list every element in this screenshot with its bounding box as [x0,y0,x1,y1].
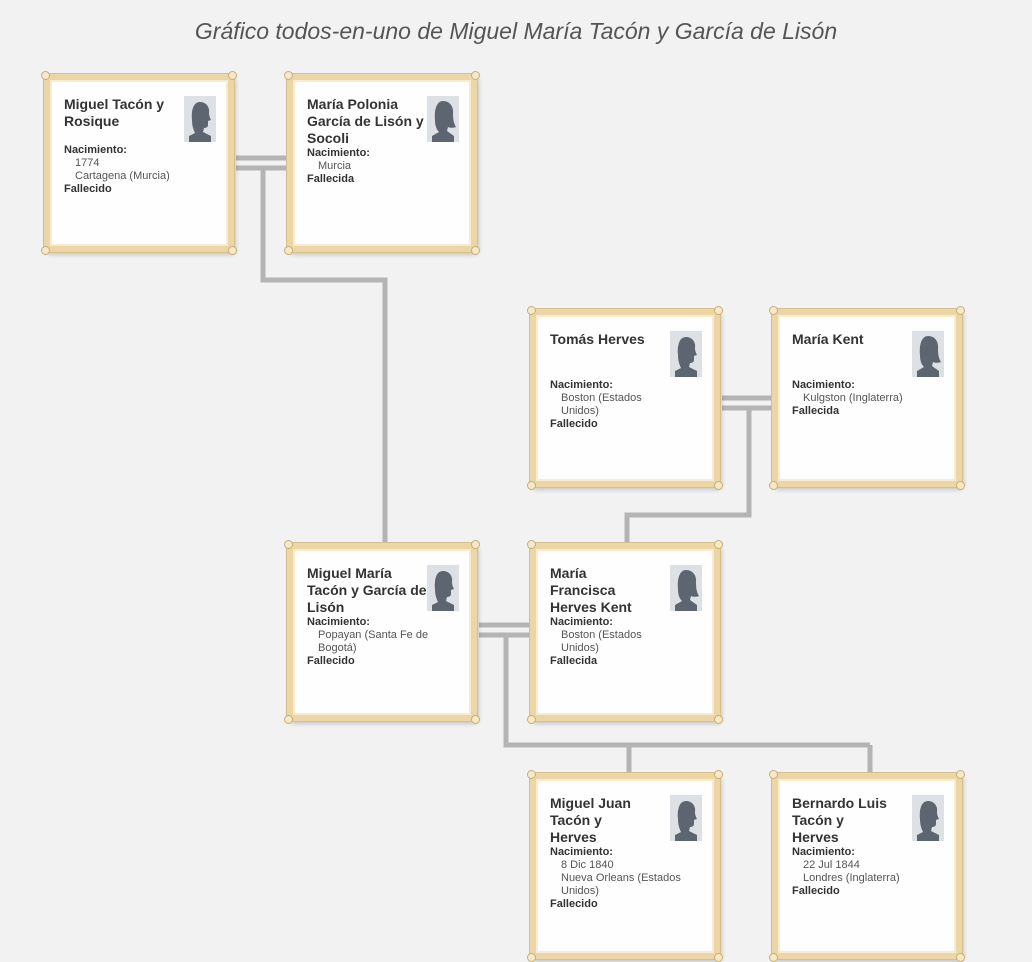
birth-label: Nacimiento: [64,144,127,156]
silhouette-female-icon [427,96,459,142]
silhouette-male-icon [427,565,459,611]
person-card-tomas-herves[interactable]: Tomás Herves Nacimiento: Boston (Estados… [527,306,723,490]
birth-date: 1774 [75,157,100,169]
person-card-miguel-maria[interactable]: Miguel María Tacón y García de Lisón Nac… [284,540,480,724]
silhouette-female-icon [670,565,702,611]
parent-child-line [260,168,388,545]
parent-child-line [503,635,870,748]
birth-label: Nacimiento: [307,616,370,628]
birth-place: Boston (Estados Unidos) [561,629,642,654]
birth-place: Murcia [318,160,352,172]
person-name: Tomás Herves [550,331,645,347]
person-name: Miguel María Tacón y García de Lisón [307,565,427,615]
silhouette-male-icon [912,795,944,841]
birth-label: Nacimiento: [550,846,613,858]
silhouette-male-icon [184,96,216,142]
status-text: Fallecida [792,405,840,417]
person-card-maria-kent[interactable]: María Kent Nacimiento: Kulgston (Inglate… [769,306,965,490]
person-card-miguel-tacon-rosique[interactable]: Miguel Tacón y Rosique Nacimiento: 1774 … [41,71,237,255]
person-card-bernardo-luis[interactable]: Bernardo Luis Tacón y Herves Nacimiento:… [769,770,965,962]
status-text: Fallecida [550,655,598,667]
birth-place: Nueva Orleans (Estados Unidos) [561,872,681,897]
birth-place: Kulgston (Inglaterra) [803,392,903,404]
person-card-maria-francisca[interactable]: María Francisca Herves Kent Nacimiento: … [527,540,723,724]
birth-place: Boston (Estados Unidos) [561,392,642,417]
person-name: María Kent [792,331,864,347]
status-text: Fallecido [792,885,840,897]
birth-date: 22 Jul 1844 [803,859,860,871]
status-text: Fallecido [550,418,598,430]
person-name: Bernardo Luis Tacón y Herves [792,795,887,845]
birth-date: 8 Dic 1840 [561,859,614,871]
birth-label: Nacimiento: [792,846,855,858]
status-text: Fallecida [307,173,355,185]
birth-label: Nacimiento: [307,147,370,159]
birth-place: Londres (Inglaterra) [803,872,900,884]
person-name: Miguel Juan Tacón y Herves [550,795,631,845]
status-text: Fallecido [307,655,355,667]
person-name: Miguel Tacón y Rosique [64,96,165,129]
parent-child-line [624,408,752,545]
person-card-miguel-juan[interactable]: Miguel Juan Tacón y Herves Nacimiento: 8… [527,770,723,962]
birth-label: Nacimiento: [550,616,613,628]
birth-place: Cartagena (Murcia) [75,170,170,182]
status-text: Fallecido [64,183,112,195]
chart-title: Gráfico todos-en-uno de Miguel María Tac… [194,18,838,44]
status-text: Fallecido [550,898,598,910]
birth-label: Nacimiento: [550,379,613,391]
silhouette-male-icon [670,331,702,377]
silhouette-male-icon [670,795,702,841]
birth-place: Popayan (Santa Fe de Bogotá) [318,629,429,654]
person-name: María Francisca Herves Kent [550,565,632,615]
person-name: María Polonia García de Lisón y Socoli [307,96,424,146]
person-card-maria-polonia[interactable]: María Polonia García de Lisón y Socoli N… [284,71,480,255]
silhouette-female-icon [912,331,944,377]
birth-label: Nacimiento: [792,379,855,391]
